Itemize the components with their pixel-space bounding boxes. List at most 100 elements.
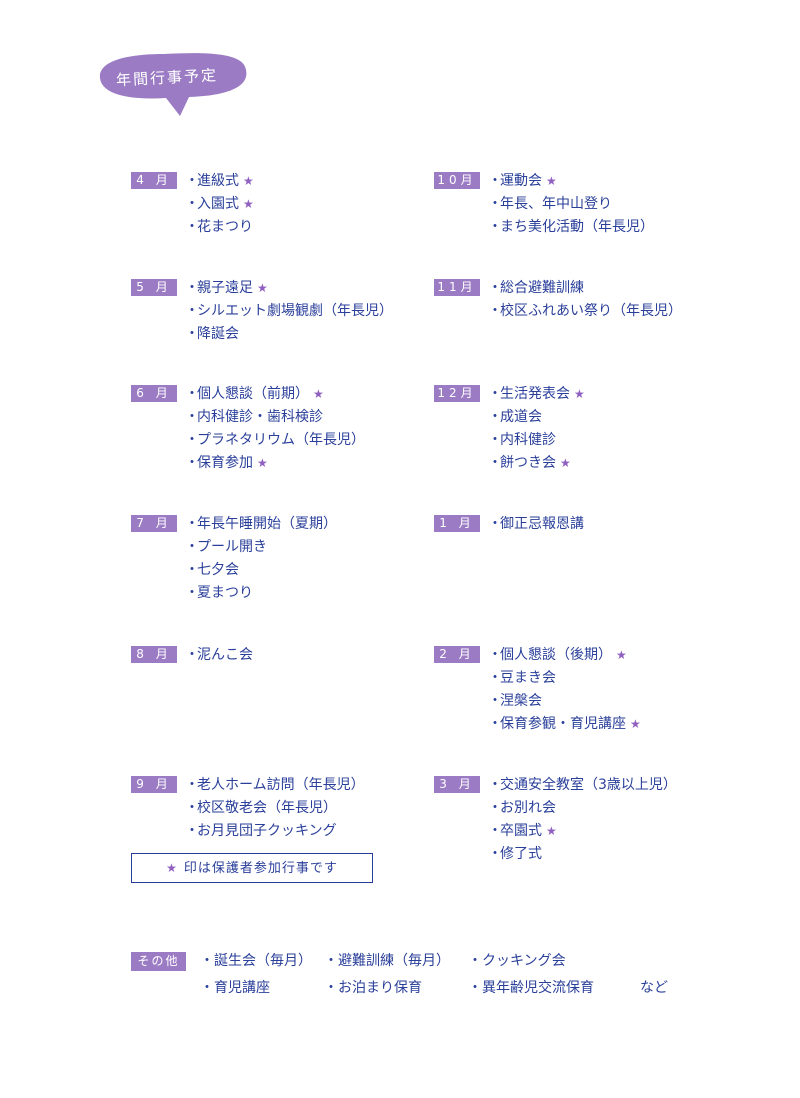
event-text: 親子遠足 (197, 280, 253, 296)
event-item: 総合避難訓練 (488, 277, 682, 300)
title-bubble: 年間行事予定 (94, 48, 254, 118)
other-item: 誕生会（毎月） (200, 950, 312, 970)
month-label: 8 月 (131, 646, 177, 663)
event-item: 年長、年中山登り (488, 193, 654, 216)
event-item: 進級式★ (185, 170, 254, 193)
event-list: 交通安全教室（3歳以上児） お別れ会卒園式 ★ 修了式 (488, 774, 677, 866)
event-text: 総合避難訓練 (500, 280, 584, 296)
star-icon: ★ (257, 281, 268, 295)
event-text: 成道会 (500, 409, 542, 425)
month-label: 6 月 (131, 385, 177, 402)
month-label: 7 月 (131, 515, 177, 532)
star-icon: ★ (546, 824, 557, 838)
event-text: 餅つき会 (500, 455, 556, 471)
event-text: 校区ふれあい祭り（年長児） (500, 303, 682, 319)
month-label: 10月 (434, 172, 480, 189)
star-icon: ★ (574, 387, 585, 401)
event-text: 校区敬老会（年長児） (197, 800, 337, 816)
event-item: 降誕会 (185, 323, 393, 346)
event-text: 内科健診・歯科検診 (197, 409, 323, 425)
event-text: 老人ホーム訪問（年長児） (197, 777, 365, 793)
event-list: 進級式★入園式★花まつり (185, 170, 254, 239)
event-list: 御正忌報恩講 (488, 513, 584, 536)
month-label: 5 月 (131, 279, 177, 296)
event-item: 涅槃会 (488, 690, 641, 713)
star-icon: ★ (166, 861, 178, 875)
event-item: お別れ会 (488, 797, 677, 820)
event-list: 泥んこ会 (185, 644, 253, 667)
star-icon: ★ (560, 456, 571, 470)
event-item: 校区敬老会（年長児） (185, 797, 365, 820)
event-item: 内科健診 (488, 429, 585, 452)
legend: ★印は保護者参加行事です (131, 853, 373, 883)
event-text: 内科健診 (500, 432, 556, 448)
star-icon: ★ (546, 174, 557, 188)
other-label: その他 (131, 952, 186, 971)
event-text: 個人懇談（前期） (197, 386, 309, 402)
event-item: 泥んこ会 (185, 644, 253, 667)
event-item: 保育参観・育児講座★ (488, 713, 641, 736)
event-text: 豆まき会 (500, 670, 556, 686)
event-item: 七夕会 (185, 559, 337, 582)
month-label: 4 月 (131, 172, 177, 189)
event-item: 老人ホーム訪問（年長児） (185, 774, 365, 797)
event-item: 個人懇談（前期） ★ (185, 383, 365, 406)
event-text: お月見団子クッキング (197, 823, 337, 839)
event-item: 成道会 (488, 406, 585, 429)
event-text: 年長午睡開始（夏期） (197, 516, 337, 532)
event-text: 夏まつり (197, 585, 253, 601)
month-label: 3 月 (434, 776, 480, 793)
event-text: お別れ会 (500, 800, 556, 816)
event-item: お月見団子クッキング (185, 820, 365, 843)
event-item: シルエット劇場観劇（年長児） (185, 300, 393, 323)
event-text: プール開き (197, 539, 267, 555)
event-text: 保育参加 (197, 455, 253, 471)
event-item: 交通安全教室（3歳以上児） (488, 774, 677, 797)
event-item: まち美化活動（年長児） (488, 216, 654, 239)
star-icon: ★ (257, 456, 268, 470)
event-text: 泥んこ会 (197, 647, 253, 663)
event-item: 夏まつり (185, 582, 337, 605)
event-item: 個人懇談（後期）★ (488, 644, 641, 667)
star-icon: ★ (616, 648, 627, 662)
event-list: 老人ホーム訪問（年長児） 校区敬老会（年長児） お月見団子クッキング (185, 774, 365, 843)
other-item: 異年齢児交流保育 (468, 977, 594, 997)
speech-bubble-shape (99, 53, 247, 116)
event-item: 内科健診・歯科検診 (185, 406, 365, 429)
event-text: 交通安全教室（3歳以上児） (500, 777, 677, 793)
event-item: プール開き (185, 536, 337, 559)
event-text: 進級式 (197, 173, 239, 189)
month-label: 1 月 (434, 515, 480, 532)
event-text: 運動会 (500, 173, 542, 189)
other-item: お泊まり保育 (324, 977, 422, 997)
event-item: 御正忌報恩講 (488, 513, 584, 536)
event-text: 生活発表会 (500, 386, 570, 402)
other-item: 避難訓練（毎月） (324, 950, 450, 970)
month-label: 11月 (434, 279, 480, 296)
event-item: 卒園式 ★ (488, 820, 677, 843)
event-text: 卒園式 (500, 823, 542, 839)
event-text: 七夕会 (197, 562, 239, 578)
month-label: 12月 (434, 385, 480, 402)
event-list: 総合避難訓練校区ふれあい祭り（年長児） (488, 277, 682, 323)
star-icon: ★ (313, 387, 324, 401)
event-item: 花まつり (185, 216, 254, 239)
event-text: まち美化活動（年長児） (500, 219, 654, 235)
month-label: 9 月 (131, 776, 177, 793)
event-list: 運動会 ★ 年長、年中山登りまち美化活動（年長児） (488, 170, 654, 239)
event-text: 御正忌報恩講 (500, 516, 584, 532)
event-text: 保育参観・育児講座 (500, 716, 626, 732)
event-item: 年長午睡開始（夏期） (185, 513, 337, 536)
event-list: 個人懇談（後期）★豆まき会涅槃会保育参観・育児講座★ (488, 644, 641, 736)
other-item: クッキング会 (468, 950, 566, 970)
event-item: 餅つき会 ★ (488, 452, 585, 475)
other-item: 育児講座 (200, 977, 270, 997)
event-text: プラネタリウム（年長児） (197, 432, 365, 448)
event-item: 修了式 (488, 843, 677, 866)
event-text: シルエット劇場観劇（年長児） (197, 303, 393, 319)
other-trailing: など (640, 980, 668, 996)
star-icon: ★ (243, 197, 254, 211)
event-list: 親子遠足 ★ シルエット劇場観劇（年長児） 降誕会 (185, 277, 393, 346)
event-text: 年長、年中山登り (500, 196, 612, 212)
event-item: 運動会 ★ (488, 170, 654, 193)
